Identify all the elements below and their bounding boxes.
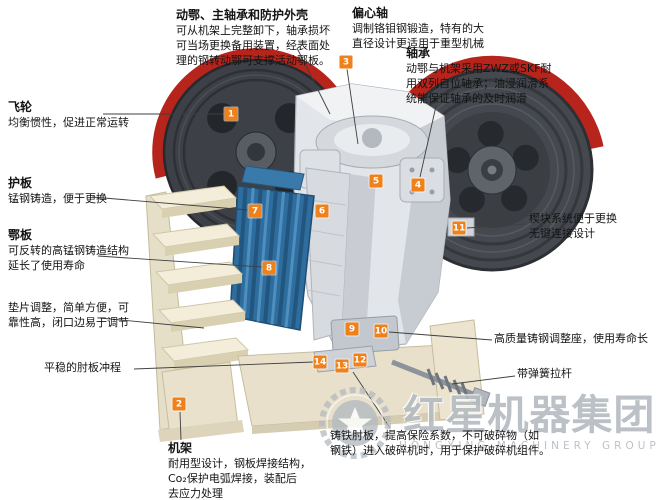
- label-flywheel: 飞轮 均衡惯性，促进正常运转: [8, 100, 129, 130]
- label-movable-jaw: 动鄂、主轴承和防护外壳 可从机架上完整卸下，轴承损坏 可当场更换备用装置，经表面…: [176, 8, 330, 68]
- part-number-badge-6: 6: [315, 204, 329, 218]
- label-spring-rod: 带弹簧拉杆: [517, 366, 572, 381]
- label-title: 鄂板: [8, 228, 33, 242]
- part-number-badge-4: 4: [411, 178, 425, 192]
- label-line: 动鄂与机架采用ZWZ或SKF耐: [406, 62, 552, 75]
- label-line: 带弹簧拉杆: [517, 367, 572, 380]
- label-line: 理的钢转动鄂可支撑活动鄂板。: [176, 54, 330, 67]
- label-line: 直径设计更适用于重型机械: [352, 37, 484, 50]
- label-title: 飞轮: [8, 100, 33, 114]
- label-bearing: 轴承 动鄂与机架采用ZWZ或SKF耐 用双列自位轴承；油浸润滑系 统能保证轴承的…: [406, 46, 551, 106]
- part-number-badge-12: 12: [353, 353, 367, 367]
- label-line: 垫片调整，简单方便，可: [8, 301, 129, 314]
- label-line: 去应力处理: [168, 487, 223, 500]
- label-toggle-stroke: 平稳的肘板冲程: [44, 360, 121, 375]
- label-line: 调制铬钼钢锻造，特有的大: [352, 22, 484, 35]
- label-line: 可当场更换备用装置，经表面处: [176, 39, 330, 52]
- label-line: 统能保证轴承的及时润滑: [406, 92, 527, 105]
- label-line: 高质量铸钢调整座，使用寿命长: [494, 332, 648, 345]
- leader-lines: [91, 47, 527, 441]
- label-cheek-plate: 护板 锰钢铸造，便于更换: [8, 176, 107, 206]
- label-line: 延长了使用寿命: [8, 259, 85, 272]
- label-title: 偏心轴: [352, 6, 389, 20]
- label-title: 动鄂、主轴承和防护外壳: [176, 8, 309, 22]
- label-line: 铸铁肘板，提高保险系数，不可破碎物（如: [330, 429, 539, 442]
- label-line: 均衡惯性，促进正常运转: [8, 116, 129, 129]
- part-number-badge-1: 1: [224, 107, 238, 121]
- label-line: 可反转的高锰钢铸造结构: [8, 244, 129, 257]
- part-number-badge-8: 8: [262, 261, 276, 275]
- label-line: 可从机架上完整卸下，轴承损坏: [176, 24, 330, 37]
- part-number-badge-3: 3: [339, 55, 353, 69]
- part-number-badge-2: 2: [172, 397, 186, 411]
- label-line: 楔块系统便于更换: [529, 212, 617, 225]
- label-line: 平稳的肘板冲程: [44, 361, 121, 374]
- label-line: 无键连接设计: [529, 227, 595, 240]
- label-line: 钢铁）进入破碎机时，用于保护破碎机组件。: [330, 444, 550, 457]
- label-title: 护板: [8, 176, 33, 190]
- label-line: 用双列自位轴承；油浸润滑系: [406, 77, 549, 90]
- part-number-badge-11: 11: [452, 221, 466, 235]
- label-frame: 机架 耐用型设计，钢板焊接结构， Co₂保护电弧焊接，装配后 去应力处理: [168, 441, 311, 500]
- label-line: 靠性高，闭口边易于调节: [8, 316, 129, 329]
- part-number-badge-5: 5: [369, 174, 383, 188]
- label-adjust-seat: 高质量铸钢调整座，使用寿命长: [494, 331, 648, 346]
- label-jaw-plate: 鄂板 可反转的高锰钢铸造结构 延长了使用寿命: [8, 228, 129, 273]
- label-title: 机架: [168, 441, 193, 455]
- part-number-badge-14: 14: [313, 355, 327, 369]
- label-cast-iron-toggle: 铸铁肘板，提高保险系数，不可破碎物（如 钢铁）进入破碎机时，用于保护破碎机组件。: [330, 428, 550, 458]
- label-line: 锰钢铸造，便于更换: [8, 192, 107, 205]
- part-number-badge-7: 7: [248, 204, 262, 218]
- part-number-badge-13: 13: [335, 359, 349, 373]
- crusher-housing: [293, 83, 475, 353]
- label-title: 轴承: [406, 46, 431, 60]
- part-number-badge-10: 10: [374, 324, 388, 338]
- part-number-badge-9: 9: [345, 322, 359, 336]
- label-line: 耐用型设计，钢板焊接结构，: [168, 457, 311, 470]
- label-line: Co₂保护电弧焊接，装配后: [168, 472, 297, 485]
- label-wedge-system: 楔块系统便于更换 无键连接设计: [529, 211, 617, 241]
- label-shim-adjustment: 垫片调整，简单方便，可 靠性高，闭口边易于调节: [8, 300, 129, 330]
- label-eccentric-shaft: 偏心轴 调制铬钼钢锻造，特有的大 直径设计更适用于重型机械: [352, 6, 484, 51]
